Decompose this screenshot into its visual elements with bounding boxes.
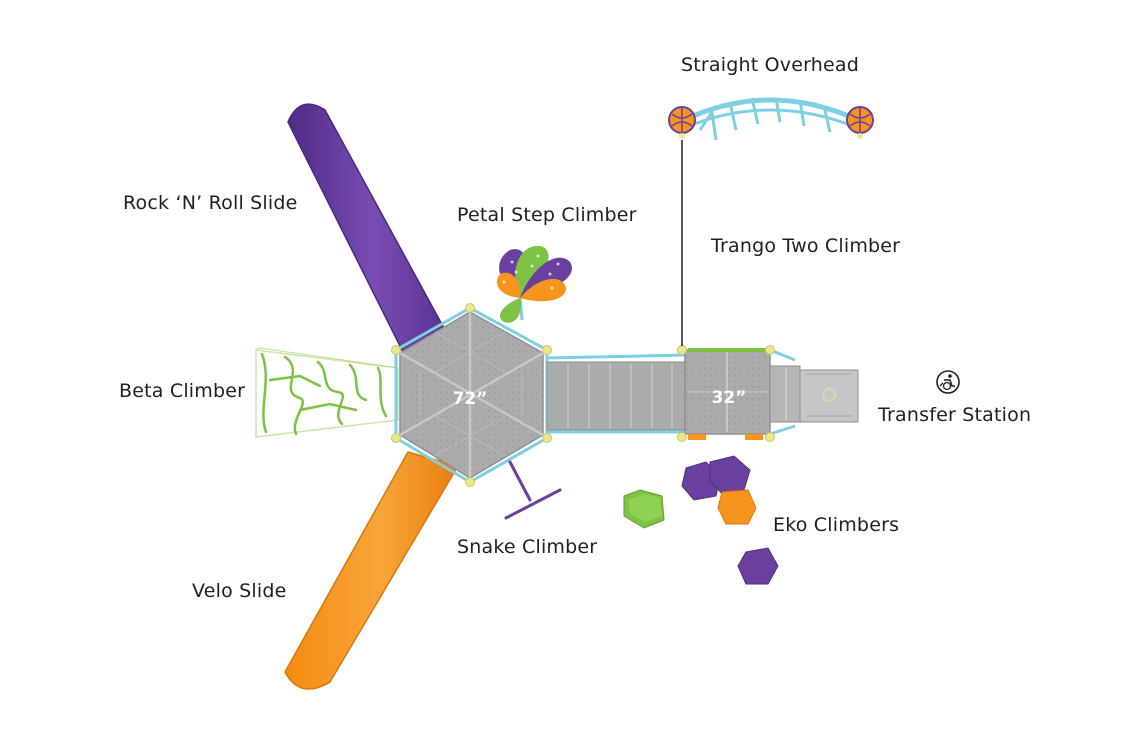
straight-overhead: [668, 97, 874, 141]
label-eko-climbers: Eko Climbers: [773, 514, 900, 536]
label-velo-slide: Velo Slide: [192, 580, 287, 602]
square-deck-height: 32”: [712, 388, 747, 408]
label-trango-two-climber: Trango Two Climber: [711, 235, 901, 257]
beta-climber: [255, 347, 399, 438]
label-snake-climber: Snake Climber: [457, 536, 598, 558]
hex-deck-height: 72”: [453, 389, 488, 409]
label-rock-n-roll-slide: Rock ‘N’ Roll Slide: [123, 192, 298, 214]
hex-deck: 72”: [399, 311, 544, 479]
label-petal-step-climber: Petal Step Climber: [457, 204, 637, 226]
petal-step-climber: [496, 245, 572, 323]
overhead-end-cap-left: [668, 106, 696, 134]
label-transfer-station: Transfer Station: [878, 404, 1032, 426]
velo-slide: [284, 451, 460, 690]
overhead-end-cap-right: [846, 106, 874, 134]
wheelchair-transfer-icon: [936, 370, 960, 394]
deck-footings: [688, 434, 763, 440]
transfer-station-steps: [769, 365, 859, 423]
square-deck: 32”: [684, 348, 771, 435]
label-beta-climber: Beta Climber: [119, 380, 246, 402]
deck-posts: [391, 303, 775, 487]
bridge-walkway: [546, 361, 686, 431]
snake-climber: [504, 460, 562, 520]
label-straight-overhead: Straight Overhead: [681, 54, 860, 76]
eko-climbers: [623, 455, 779, 585]
rock-n-roll-slide: [287, 103, 446, 358]
